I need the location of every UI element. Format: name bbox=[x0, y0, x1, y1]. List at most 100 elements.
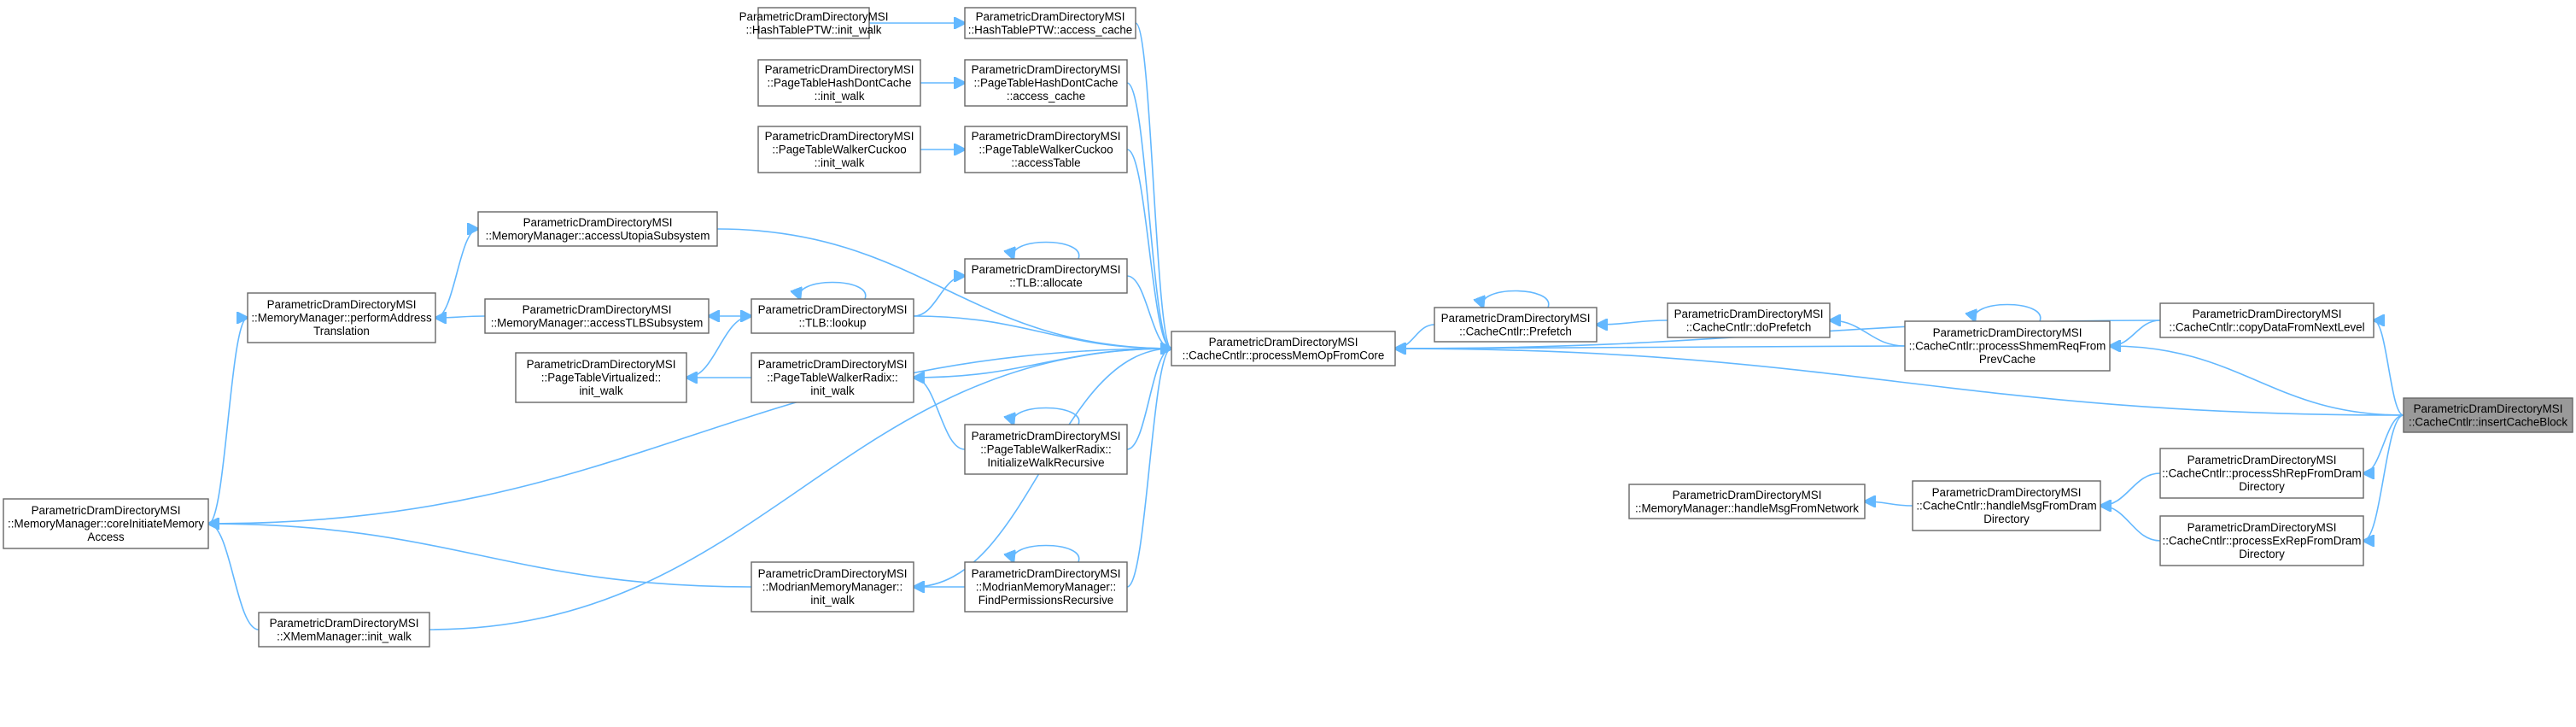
call-edge bbox=[208, 524, 260, 630]
node-hash-init[interactable]: ParametricDramDirectoryMSI::HashTablePTW… bbox=[739, 7, 889, 39]
node-label-line: ::XMemManager::init_walk bbox=[277, 630, 412, 642]
node-label-line: Translation bbox=[313, 325, 370, 337]
node-layer: ParametricDramDirectoryMSI::HashTablePTW… bbox=[3, 7, 2573, 648]
node-label-line: init_walk bbox=[579, 384, 623, 397]
node-label-line: ::CacheCntlr::Prefetch bbox=[1459, 325, 1572, 337]
node-label-line: ParametricDramDirectoryMSI bbox=[758, 358, 908, 371]
call-edge bbox=[913, 315, 1171, 349]
node-box bbox=[477, 211, 718, 247]
node-label-line: ParametricDramDirectoryMSI bbox=[2414, 402, 2563, 415]
node-label-line: Directory bbox=[2239, 548, 2285, 560]
node-modrian-rec[interactable]: ParametricDramDirectoryMSI::ModrianMemor… bbox=[964, 561, 1128, 613]
node-box bbox=[484, 298, 710, 334]
node-phdc-init[interactable]: ParametricDramDirectoryMSI::PageTableHas… bbox=[757, 59, 921, 107]
node-box bbox=[1912, 480, 2101, 531]
node-hash-cache[interactable]: ParametricDramDirectoryMSI::HashTablePTW… bbox=[964, 7, 1136, 39]
node-label-line: ::PageTableWalkerRadix:: bbox=[767, 372, 898, 384]
node-label-line: Access bbox=[87, 531, 124, 543]
node-virt[interactable]: ParametricDramDirectoryMSI::PageTableVir… bbox=[515, 352, 687, 403]
node-box bbox=[1171, 331, 1396, 366]
node-label-line: ParametricDramDirectoryMSI bbox=[972, 63, 1121, 76]
node-prefetch[interactable]: ParametricDramDirectoryMSI::CacheCntlr::… bbox=[1434, 307, 1598, 343]
call-edge bbox=[207, 318, 248, 525]
node-box bbox=[247, 292, 436, 343]
call-edge bbox=[2110, 320, 2161, 346]
call-edge bbox=[208, 524, 752, 588]
node-label-line: ParametricDramDirectoryMSI bbox=[32, 504, 181, 517]
node-exrep[interactable]: ParametricDramDirectoryMSI::CacheCntlr::… bbox=[2159, 515, 2364, 566]
node-shmem[interactable]: ParametricDramDirectoryMSI::CacheCntlr::… bbox=[1904, 320, 2111, 372]
node-label-line: ParametricDramDirectoryMSI bbox=[270, 617, 419, 630]
node-cuckoo-init[interactable]: ParametricDramDirectoryMSI::PageTableWal… bbox=[757, 126, 921, 173]
node-cuckoo-acc[interactable]: ParametricDramDirectoryMSI::PageTableWal… bbox=[964, 126, 1128, 173]
node-label-line: ParametricDramDirectoryMSI bbox=[2188, 454, 2337, 466]
node-label-line: ::ModrianMemoryManager:: bbox=[762, 581, 902, 594]
node-box bbox=[964, 126, 1128, 173]
call-edge bbox=[207, 349, 1171, 525]
node-label-line: InitializeWalkRecursive bbox=[987, 456, 1104, 469]
node-phdc-cache[interactable]: ParametricDramDirectoryMSI::PageTableHas… bbox=[964, 59, 1128, 107]
node-box bbox=[2159, 448, 2364, 499]
node-label-line: ::TLB::lookup bbox=[799, 316, 867, 329]
node-box bbox=[757, 7, 870, 39]
node-label-line: ParametricDramDirectoryMSI bbox=[523, 303, 672, 316]
node-box bbox=[751, 298, 914, 334]
call-edge bbox=[799, 281, 867, 300]
node-label-line: ParametricDramDirectoryMSI bbox=[1209, 336, 1358, 349]
call-edge bbox=[1013, 407, 1080, 425]
node-label-line: ::accessTable bbox=[1011, 156, 1080, 169]
node-label-line: ::CacheCntlr::copyDataFromNextLevel bbox=[2169, 320, 2364, 333]
node-box bbox=[757, 59, 921, 107]
node-utopia[interactable]: ParametricDramDirectoryMSI::MemoryManage… bbox=[477, 211, 718, 247]
node-box bbox=[757, 126, 921, 173]
call-edge bbox=[1597, 320, 1668, 325]
node-perform[interactable]: ParametricDramDirectoryMSI::MemoryManage… bbox=[247, 292, 436, 343]
call-edge bbox=[1126, 349, 1171, 588]
node-tlbsub[interactable]: ParametricDramDirectoryMSI::MemoryManage… bbox=[484, 298, 710, 334]
node-insert[interactable]: ParametricDramDirectoryMSI::CacheCntlr::… bbox=[2403, 397, 2573, 433]
node-handlemsg[interactable]: ParametricDramDirectoryMSI::CacheCntlr::… bbox=[1912, 480, 2101, 531]
call-edge bbox=[1126, 149, 1171, 349]
node-label-line: ::PageTableHashDontCache bbox=[974, 77, 1119, 90]
node-memop[interactable]: ParametricDramDirectoryMSI::CacheCntlr::… bbox=[1171, 331, 1396, 366]
node-doprefetch[interactable]: ParametricDramDirectoryMSI::CacheCntlr::… bbox=[1667, 302, 1831, 338]
node-netmsg[interactable]: ParametricDramDirectoryMSI::MemoryManage… bbox=[1628, 484, 1866, 519]
node-label-line: ::CacheCntlr::processExRepFromDram bbox=[2163, 535, 2362, 548]
node-label-line: ParametricDramDirectoryMSI bbox=[2193, 308, 2342, 320]
node-label-line: Directory bbox=[1983, 513, 2030, 525]
node-box bbox=[964, 561, 1128, 613]
node-tlb-alloc[interactable]: ParametricDramDirectoryMSI::TLB::allocat… bbox=[964, 258, 1128, 294]
node-modrian-init[interactable]: ParametricDramDirectoryMSI::ModrianMemor… bbox=[751, 561, 914, 613]
node-xmem[interactable]: ParametricDramDirectoryMSI::XMemManager:… bbox=[258, 612, 430, 648]
node-radix-init[interactable]: ParametricDramDirectoryMSI::PageTableWal… bbox=[751, 352, 914, 403]
call-edge bbox=[1135, 22, 1171, 349]
node-label-line: ::CacheCntlr::doPrefetch bbox=[1686, 320, 1812, 333]
node-box bbox=[1628, 484, 1866, 519]
node-label-line: ParametricDramDirectoryMSI bbox=[972, 130, 1121, 143]
call-edge bbox=[2363, 414, 2404, 541]
node-label-line: init_walk bbox=[810, 594, 855, 607]
node-box bbox=[751, 561, 914, 613]
node-box bbox=[2403, 397, 2573, 433]
node-copydata[interactable]: ParametricDramDirectoryMSI::CacheCntlr::… bbox=[2159, 302, 2374, 338]
node-tlb-lookup[interactable]: ParametricDramDirectoryMSI::TLB::lookup bbox=[751, 298, 914, 334]
call-edge bbox=[429, 349, 1171, 630]
node-label-line: ::CacheCntlr::handleMsgFromDram bbox=[1916, 500, 2096, 513]
node-label-line: ParametricDramDirectoryMSI bbox=[1932, 486, 2082, 499]
node-label-line: ::PageTableWalkerCuckoo bbox=[772, 144, 906, 156]
node-label-line: ::MemoryManager::handleMsgFromNetwork bbox=[1635, 501, 1859, 514]
node-label-line: ParametricDramDirectoryMSI bbox=[972, 567, 1121, 580]
node-label-line: ::PageTableHashDontCache bbox=[768, 77, 912, 90]
node-core[interactable]: ParametricDramDirectoryMSI::MemoryManage… bbox=[3, 498, 209, 549]
node-radix-rec[interactable]: ParametricDramDirectoryMSI::PageTableWal… bbox=[964, 424, 1128, 475]
call-edge bbox=[1013, 241, 1080, 260]
node-label-line: ::HashTablePTW::access_cache bbox=[968, 23, 1133, 36]
call-edge bbox=[2363, 414, 2404, 473]
call-edge bbox=[1482, 290, 1550, 308]
node-label-line: ::init_walk bbox=[815, 156, 865, 169]
node-label-line: ::MemoryManager::accessTLBSubsystem bbox=[491, 316, 704, 329]
node-label-line: ::PageTableVirtualized:: bbox=[541, 372, 661, 384]
node-shrep[interactable]: ParametricDramDirectoryMSI::CacheCntlr::… bbox=[2159, 448, 2364, 499]
node-label-line: ParametricDramDirectoryMSI bbox=[976, 10, 1125, 23]
node-label-line: Directory bbox=[2239, 480, 2285, 493]
